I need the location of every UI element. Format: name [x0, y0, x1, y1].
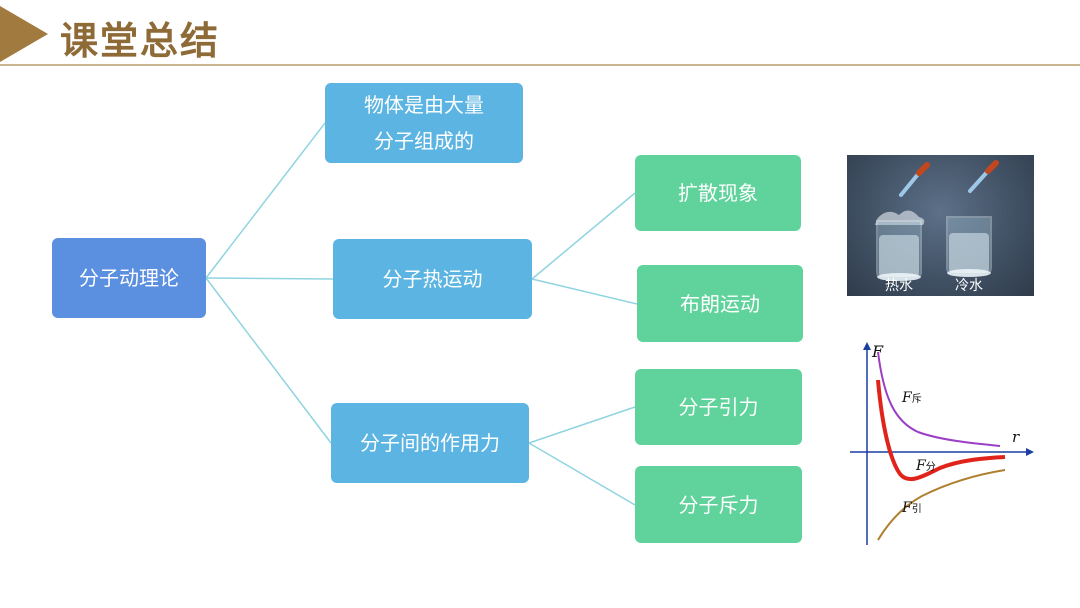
- x-axis-arrow-icon: [1026, 448, 1034, 456]
- branch-thermal-motion-label: 分子热运动: [382, 267, 483, 291]
- slide-header: 课堂总结: [0, 0, 1080, 72]
- net-force-label: F分: [916, 458, 936, 474]
- x-axis-label: r: [1012, 428, 1020, 446]
- leaf-brownian-label: 布朗运动: [680, 291, 760, 316]
- root-node: 分子动理论: [52, 238, 206, 318]
- root-node-label: 分子动理论: [79, 266, 179, 290]
- attraction-curve: [877, 469, 1006, 541]
- connector-force-repulsion: [528, 442, 636, 506]
- steam-shape: [875, 210, 925, 225]
- repulsion-curve: [877, 351, 1001, 447]
- header-divider: [0, 64, 1080, 66]
- leaf-repulsion-label: 分子斥力: [678, 492, 759, 517]
- branch-composition-line1: 物体是由大量: [364, 93, 484, 117]
- repulsion-label: F斥: [902, 390, 922, 406]
- cold-water-caption: 冷水: [955, 278, 983, 294]
- connector-root-force: [205, 277, 332, 444]
- connector-thermal-diffusion: [531, 192, 636, 280]
- net-force-label-sub: 分: [925, 462, 936, 473]
- attraction-label-main: F: [902, 500, 912, 516]
- header-arrow-icon: [0, 6, 48, 62]
- diffusion-experiment-photo: 热水 冷水: [847, 155, 1034, 296]
- dropper-left-icon: [899, 162, 930, 197]
- attraction-label-sub: 引: [911, 504, 922, 515]
- branch-composition: 物体是由大量 分子组成的: [325, 83, 523, 163]
- leaf-attraction: 分子引力: [635, 369, 802, 445]
- leaf-repulsion: 分子斥力: [635, 466, 802, 543]
- attraction-label: F引: [902, 500, 922, 516]
- branch-thermal-motion: 分子热运动: [333, 239, 532, 319]
- y-axis-arrow-icon: [863, 342, 871, 350]
- beaker-hot-icon: [876, 220, 922, 281]
- intermolecular-force-graph: F r F斥 F分 F引: [840, 340, 1040, 550]
- slide-title: 课堂总结: [60, 19, 221, 63]
- repulsion-label-sub: 斥: [911, 394, 922, 405]
- branch-composition-line2: 分子组成的: [374, 129, 474, 153]
- leaf-diffusion-label: 扩散现象: [678, 181, 758, 205]
- connector-root-composition: [205, 122, 326, 279]
- leaf-attraction-label: 分子引力: [678, 395, 759, 419]
- branch-intermolecular-force-label: 分子间的作用力: [360, 431, 500, 455]
- y-axis-label: F: [872, 342, 884, 361]
- repulsion-label-main: F: [902, 390, 912, 406]
- net-force-label-main: F: [916, 458, 926, 474]
- connector-force-attraction: [528, 406, 636, 444]
- branch-intermolecular-force: 分子间的作用力: [331, 403, 529, 483]
- net-force-curve: [876, 379, 1006, 482]
- beaker-cold-icon: [946, 216, 992, 277]
- dropper-right-icon: [968, 160, 999, 193]
- connector-thermal-brownian: [531, 278, 638, 305]
- leaf-brownian: 布朗运动: [637, 265, 803, 342]
- leaf-diffusion: 扩散现象: [635, 155, 801, 231]
- connector-root-thermal: [205, 277, 334, 280]
- hot-water-caption: 热水: [885, 278, 913, 294]
